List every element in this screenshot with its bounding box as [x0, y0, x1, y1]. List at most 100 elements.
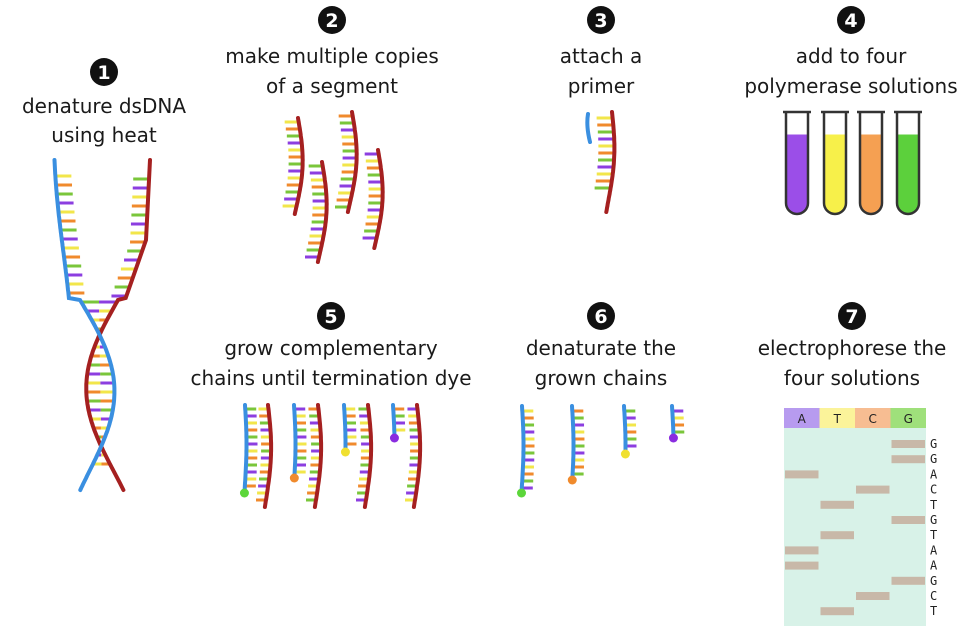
gel-band-g	[891, 455, 925, 464]
step-2-badge	[318, 6, 346, 34]
gel-bands	[785, 440, 925, 616]
sequence-letter: A	[930, 543, 938, 557]
grow-chain-4-backbone	[391, 403, 397, 439]
gel-band-c	[856, 485, 890, 494]
tube-purple-glass	[784, 112, 810, 216]
gel-band-a	[785, 561, 819, 570]
sequence-letter: G	[930, 574, 937, 588]
step-1-caption-line-1: denature dsDNA	[22, 94, 186, 118]
sequence-letter: T	[930, 528, 937, 542]
step-6: 6 denaturate the grown chains	[526, 302, 676, 390]
denatured-grown-chains-illustration	[517, 404, 685, 498]
tube-orange-liquid	[860, 134, 882, 214]
tube-yellow-liquid	[824, 134, 846, 214]
growing-chains-illustration	[239, 403, 423, 509]
step-5-number: 5	[324, 306, 337, 328]
gel-band-g	[891, 516, 925, 524]
sequence-letter: A	[930, 559, 938, 573]
step-3-number: 3	[594, 10, 607, 32]
step-7-badge	[838, 302, 866, 330]
grow-chain-2-termination-dye	[289, 473, 299, 483]
step-1-number: 1	[97, 62, 110, 84]
sequence-letter: G	[930, 437, 937, 451]
template-backbone	[604, 110, 617, 214]
step-4-caption-line-1: add to four	[796, 44, 907, 68]
gel-lane-label-t: T	[833, 412, 842, 426]
grown-chain-1-backbone	[519, 404, 526, 494]
gel-lane-header-c	[855, 408, 891, 428]
grow-template-2-backbone	[312, 403, 324, 509]
copy-4-backbone	[372, 148, 385, 250]
step-1-caption-line-2: using heat	[51, 123, 157, 147]
tube-yellow-glass	[822, 112, 848, 216]
segment-copies-illustration	[282, 110, 385, 264]
gel-lane-header-a	[784, 408, 820, 428]
gel-lane-header-t	[819, 408, 855, 428]
step-7-caption-line-2: four solutions	[784, 366, 920, 390]
polymerase-tubes-illustration	[783, 110, 922, 216]
grow-template-1-backbone	[262, 403, 274, 509]
sequence-letter: C	[930, 589, 937, 603]
grow-chain-2-backbone	[292, 403, 298, 479]
step-7-caption-line-1: electrophorese the	[758, 336, 947, 360]
sequence-letter: T	[930, 498, 937, 512]
gel-band-t	[820, 500, 854, 509]
step-3-badge	[587, 6, 615, 34]
sequence-letter: G	[930, 452, 937, 466]
step-6-caption-line-2: grown chains	[535, 366, 668, 390]
gel-band-g	[891, 440, 925, 448]
dsdna-blue-strand	[52, 158, 117, 492]
sequence-letter: T	[930, 604, 937, 618]
tube-purple-liquid	[786, 134, 808, 214]
tube-green-glass	[895, 112, 921, 216]
step-6-badge	[587, 302, 615, 330]
gel-band-a	[785, 546, 819, 555]
step-5-badge	[317, 302, 345, 330]
gel-band-t	[820, 607, 854, 616]
gel-lane-label-c: C	[869, 412, 877, 426]
step-7: 7 electrophorese the four solutions	[758, 302, 947, 390]
step-6-caption-line-1: denaturate the	[526, 336, 676, 360]
step-3-caption-line-2: primer	[568, 74, 635, 98]
step-7-number: 7	[845, 306, 858, 328]
copy-1-backbone	[292, 116, 305, 216]
gel-band-c	[856, 592, 890, 600]
grow-chain-1-termination-dye	[239, 488, 249, 498]
step-4-badge	[837, 6, 865, 34]
grow-chain-3-termination-dye	[340, 447, 350, 457]
grow-template-3-backbone	[362, 403, 374, 509]
grown-chain-3-termination-dye	[620, 449, 630, 459]
step-5-caption-line-2: chains until termination dye	[190, 366, 471, 390]
grow-chain-4-termination-dye	[389, 433, 399, 443]
primer-strand	[585, 112, 592, 144]
gel-band-a	[785, 470, 819, 479]
step-1-badge	[90, 58, 118, 86]
step-3-caption-line-1: attach a	[560, 44, 642, 68]
step-3: 3 attach a primer	[560, 6, 642, 98]
grow-chain-1-backbone	[242, 403, 249, 495]
gel-lane-header-g	[890, 408, 926, 428]
step-2-caption-line-1: make multiple copies	[225, 44, 439, 68]
step-4-caption-line-2: polymerase solutions	[744, 74, 957, 98]
step-2-number: 2	[325, 10, 338, 32]
step-1: 1 denature dsDNA using heat	[22, 58, 186, 147]
grown-chain-3-backbone	[622, 404, 628, 456]
sequence-letter: C	[930, 483, 937, 497]
step-2: 2 make multiple copies of a segment	[225, 6, 439, 98]
grow-chain-3-backbone	[342, 403, 348, 453]
step-4-number: 4	[844, 10, 857, 32]
step-5: 5 grow complementary chains until termin…	[190, 302, 472, 390]
gel-band-g	[891, 576, 925, 585]
sequence-letter: A	[930, 467, 938, 481]
gel-band-t	[820, 531, 854, 540]
grown-chain-4-backbone	[670, 404, 676, 440]
grown-chain-2-termination-dye	[567, 475, 577, 485]
grow-template-4-backbone	[411, 403, 423, 509]
tube-orange-glass	[858, 112, 884, 216]
gel-lane-label-a: A	[798, 412, 807, 426]
denaturing-dsdna-illustration	[52, 158, 152, 492]
